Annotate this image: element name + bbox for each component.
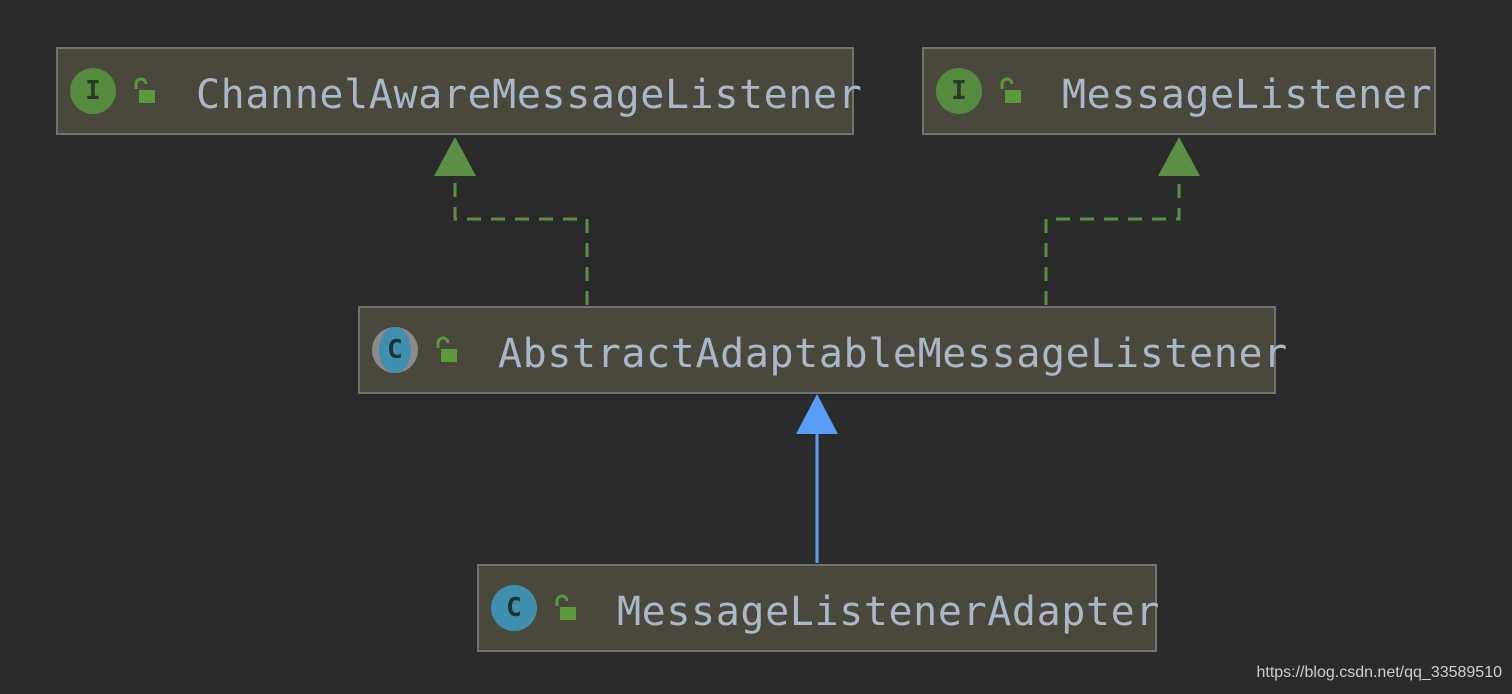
unlocked-padlock-icon [134,77,155,103]
abstract-class-kind-icon: C [372,327,418,373]
class-name-label: MessageListenerAdapter [617,589,1161,635]
extends-arrowhead [796,394,838,434]
class-name-label: AbstractAdaptableMessageListener [498,331,1288,377]
node-message-listener-adapter[interactable]: C MessageListenerAdapter [477,564,1161,652]
class-name-label: ChannelAwareMessageListener [196,72,863,118]
watermark-url: https://blog.csdn.net/qq_33589510 [1256,664,1502,681]
unlocked-padlock-icon [555,594,576,620]
interface-kind-icon: I [936,68,982,114]
implements-edge-message-listener [1044,137,1200,305]
class-name-label: MessageListener [1062,72,1433,118]
implements-arrowhead [1158,137,1200,176]
node-channel-aware-message-listener[interactable]: I ChannelAwareMessageListener [56,47,862,135]
node-message-listener[interactable]: I MessageListener [922,47,1436,135]
unlocked-padlock-icon [1000,77,1021,103]
unlocked-padlock-icon [436,336,457,362]
class-kind-icon: C [491,585,537,631]
implements-edge-channel-aware [434,137,589,305]
node-abstract-adaptable-message-listener[interactable]: C AbstractAdaptableMessageListener [358,306,1287,394]
interface-kind-icon: I [70,68,116,114]
extends-edge-adapter [796,394,838,563]
implements-arrowhead [434,137,476,176]
